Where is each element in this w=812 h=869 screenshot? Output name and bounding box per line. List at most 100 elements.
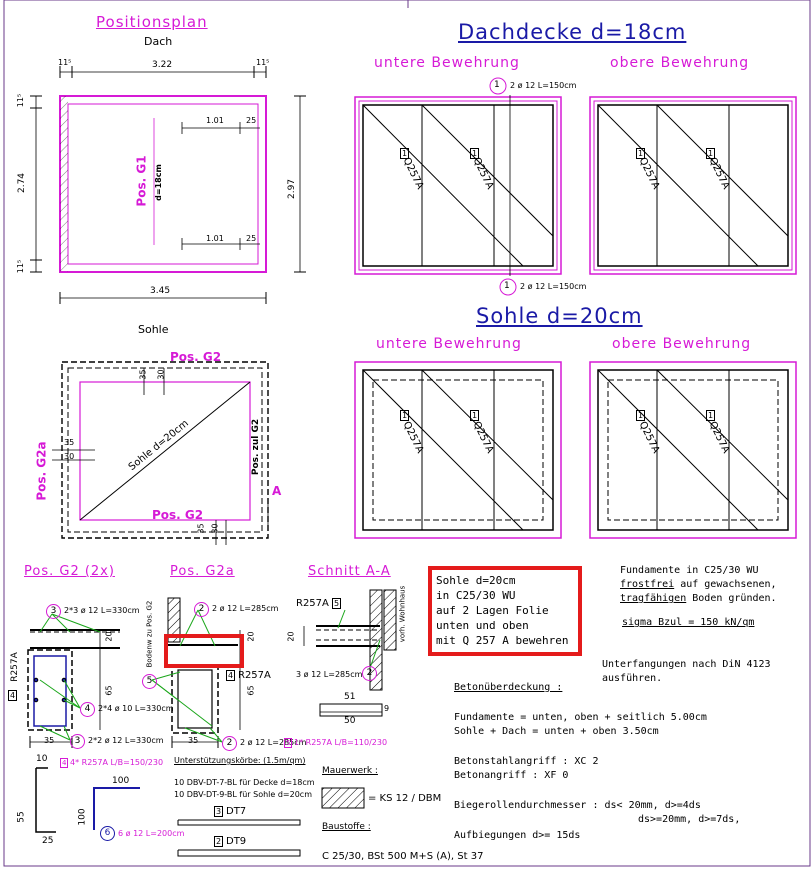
sohle-untere-panel: [354, 361, 562, 539]
hook-dim-55: 55: [16, 811, 27, 823]
baustoffe-value: C 25/30, BSt 500 M+S (A), St 37: [322, 851, 484, 862]
dim-left-bot: 11⁵: [16, 259, 26, 274]
beton-sohle-dach: Sohle + Dach = unten + oben 3.50cm: [454, 726, 659, 737]
dach-untere-heading: untere Bewehrung: [374, 55, 520, 71]
support-chairs: [177, 819, 301, 857]
note-line-2: in C25/30 WU: [436, 589, 516, 602]
g2-bar-4: 2*4 ø 10 L=330cm: [98, 704, 174, 713]
hook-dim-25: 25: [42, 836, 54, 846]
g2-dim-35: 35: [44, 736, 55, 745]
schnitt-r257-num: 5: [332, 598, 342, 609]
sohle-inner-wall: [79, 381, 251, 521]
detail-g2a-title: Pos. G2a: [170, 564, 235, 579]
note-unterfangung-2: ausführen.: [602, 673, 663, 684]
schnitt-dim-9: 9: [384, 704, 390, 713]
g2a-dim-20: 20: [246, 631, 256, 642]
dim-inner1b: 25: [246, 116, 257, 125]
note-sigma: sigma Bzul = 150 kN/qm: [622, 617, 755, 628]
detail-g2: [27, 613, 120, 748]
note-tragfaehig-rest: Boden gründen.: [686, 593, 777, 604]
g2-bar-3a: 2*3 ø 12 L=330cm: [64, 606, 140, 615]
sohle-mat-num-4: 1: [706, 410, 716, 421]
dach-untere-panel: [354, 77, 562, 296]
hook-dim-100b: 100: [77, 808, 88, 826]
pos-g1-label: Pos. G1: [134, 155, 149, 207]
dim-inner1: 1.01: [206, 116, 224, 125]
g2a-circle-2a: 2: [194, 602, 209, 617]
dach-circle-top: 1: [494, 80, 500, 90]
hook-details: [35, 767, 140, 833]
schnitt-vorh-wohnhaus: vorh. Wohnhaus: [398, 585, 407, 643]
schnitt-bar-3: 3 ø 12 L=285cm: [296, 670, 363, 679]
dt9-label: DT9: [226, 836, 247, 847]
support-line-1: 10 DBV-DT-7-BL für Decke d=18cm: [174, 778, 315, 787]
baustoffe-label: Baustoffe :: [322, 822, 371, 832]
g2-foot-num: 4: [60, 758, 69, 768]
hook-bar-6: 6 ø 12 L=200cm: [118, 829, 185, 838]
dim-right: 2.97: [287, 178, 298, 200]
support-line-2: 10 DBV-DT-9-BL für Sohle d=20cm: [174, 790, 312, 799]
dim-top-left: 11⁵: [58, 58, 72, 67]
g2a-dim-35: 35: [188, 736, 199, 745]
note-unterfangung-1: Unterfangungen nach DiN 4123: [602, 659, 771, 670]
detail-g2a: [151, 597, 241, 748]
schnitt-r257-label: R257A: [296, 598, 329, 609]
g2-r257-num: 4: [8, 690, 18, 701]
g2a-vertical-note: Bodenw zu Pos. G2: [145, 600, 154, 668]
schnitt-dim-51: 51: [344, 692, 356, 702]
note-frostfrei-word: frostfrei: [620, 579, 675, 590]
dim-bottom: 3.45: [150, 286, 171, 296]
g2-dim-65: 65: [104, 685, 114, 696]
pos-g1-thickness: d=18cm: [153, 164, 163, 201]
dach-mat-num-1: 1: [400, 148, 410, 159]
dim-left-mid: 2.74: [17, 172, 28, 194]
pos-g2-top-label: Pos. G2: [170, 350, 222, 364]
dach-circle-bottom: 1: [504, 281, 510, 291]
dt9-num: 2: [214, 836, 224, 847]
g2-circle-3a: 3: [46, 604, 61, 619]
sohle-dim-marks: [52, 368, 269, 545]
detail-g2-title: Pos. G2 (2x): [24, 564, 115, 579]
dim-top-right: 11⁵: [256, 58, 270, 67]
pos-g2a-label: Pos. G2a: [34, 441, 49, 501]
dt7-label: DT7: [226, 806, 247, 817]
dachdecke-title: Dachdecke d=18cm: [458, 20, 687, 44]
note-frostfrei-rest: auf gewachsenen,: [674, 579, 777, 590]
biegerollen-1: Biegerollendurchmesser : ds< 20mm, d>=4d…: [454, 800, 701, 811]
g2a-r257-label: R257A: [238, 670, 271, 681]
note-line-5: mit Q 257 A bewehren: [436, 634, 569, 647]
mauerwerk-value: = KS 12 / DBM: [368, 793, 442, 804]
dim-top-mid: 3.22: [152, 60, 173, 70]
g2-bar-3b: 2*2 ø 12 L=330cm: [88, 736, 164, 745]
section-marker-a: A: [272, 484, 282, 498]
g2a-r257-num: 4: [226, 670, 236, 681]
sohle-dim-35b: 35: [64, 438, 75, 447]
page-frame: [3, 0, 811, 867]
dach-obere-heading: obere Bewehrung: [610, 55, 750, 71]
dach-bar-top: 2 ø 12 L=150cm: [510, 81, 577, 90]
g2-circle-4: 4: [80, 702, 95, 717]
g2a-foot-label: 1* R257A L/B=110/230: [294, 738, 388, 747]
sohle-note-box: Sohle d=20cm in C25/30 WU auf 2 Lagen Fo…: [436, 573, 568, 648]
betonstahlangriff: Betonstahlangriff : XC 2: [454, 756, 599, 767]
dach-inner-dims: [153, 118, 260, 250]
sohle-mat-num-1: 1: [400, 410, 410, 421]
dach-mat-num-4: 1: [706, 148, 716, 159]
beton-title: Betonüberdeckung :: [454, 682, 563, 693]
schnitt-dim-20: 20: [286, 631, 296, 642]
sohle-dim-30c: 30: [210, 523, 220, 534]
betonangriff: Betonangriff : XF 0: [454, 770, 569, 781]
mauerwerk-hatch: [321, 787, 365, 809]
schnitt-circle-2: 2: [362, 666, 377, 681]
dach-plan: [30, 66, 306, 304]
sohle-label: Sohle: [138, 323, 169, 336]
dim-inner2: 1.01: [206, 234, 224, 243]
g2-circle-3b: 3: [70, 734, 85, 749]
pos-zul-g2-label: Pos. zul G2: [251, 418, 262, 476]
sohle-dim-35a: 35: [138, 369, 148, 380]
sohle-mat-num-3: 1: [636, 410, 646, 421]
highlight-box-detail: [164, 634, 244, 668]
note-fundamente: Fundamente in C25/30 WU: [620, 565, 759, 576]
dt7-num: 3: [214, 806, 224, 817]
